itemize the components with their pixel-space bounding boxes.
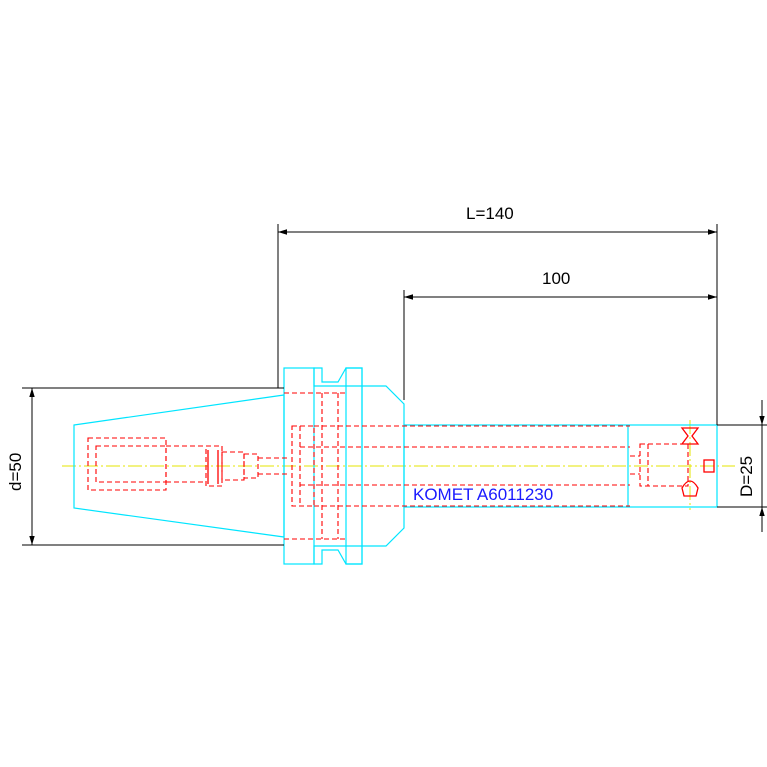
dimension-projection-length: 100 [403, 269, 717, 400]
flange [283, 367, 315, 565]
dimension-body-diameter: D=25 [717, 400, 767, 532]
overall-length-label: L=140 [466, 204, 514, 223]
shank-diameter-label: d=50 [6, 453, 25, 491]
dimension-overall-length: L=140 [277, 204, 718, 425]
dimension-shank-diameter: d=50 [6, 387, 284, 546]
body-diameter-label: D=25 [737, 456, 756, 497]
insert-upper-icon [680, 427, 700, 445]
internal-features [87, 392, 715, 540]
part-number-label: KOMET A6011230 [413, 485, 553, 504]
flange-groove-upper [313, 367, 363, 387]
flange-groove-lower [313, 545, 363, 565]
projection-length-label: 100 [542, 269, 570, 288]
collar [361, 385, 405, 547]
body [403, 424, 718, 508]
part-outline [73, 367, 718, 565]
insert-lower-icon [681, 480, 699, 497]
